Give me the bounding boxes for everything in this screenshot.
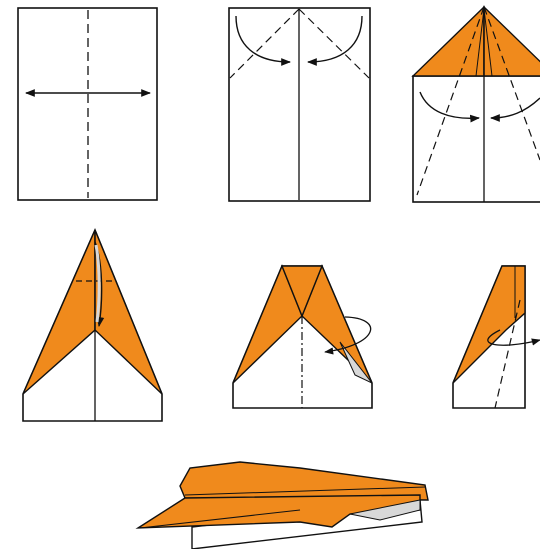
left-orange-flap xyxy=(413,7,484,76)
step-2-fold-corners xyxy=(229,8,370,201)
paper-body xyxy=(413,76,540,202)
step-6-fold-wing xyxy=(453,266,540,408)
right-orange-flap xyxy=(484,7,540,76)
step-1-fold-in-half xyxy=(18,8,157,200)
step-5-fold-along-center xyxy=(233,266,372,408)
step-4-fold-tip-down xyxy=(23,230,162,421)
step-7-finished-airplane xyxy=(138,462,428,549)
step-3-fold-edges-again xyxy=(413,7,540,202)
